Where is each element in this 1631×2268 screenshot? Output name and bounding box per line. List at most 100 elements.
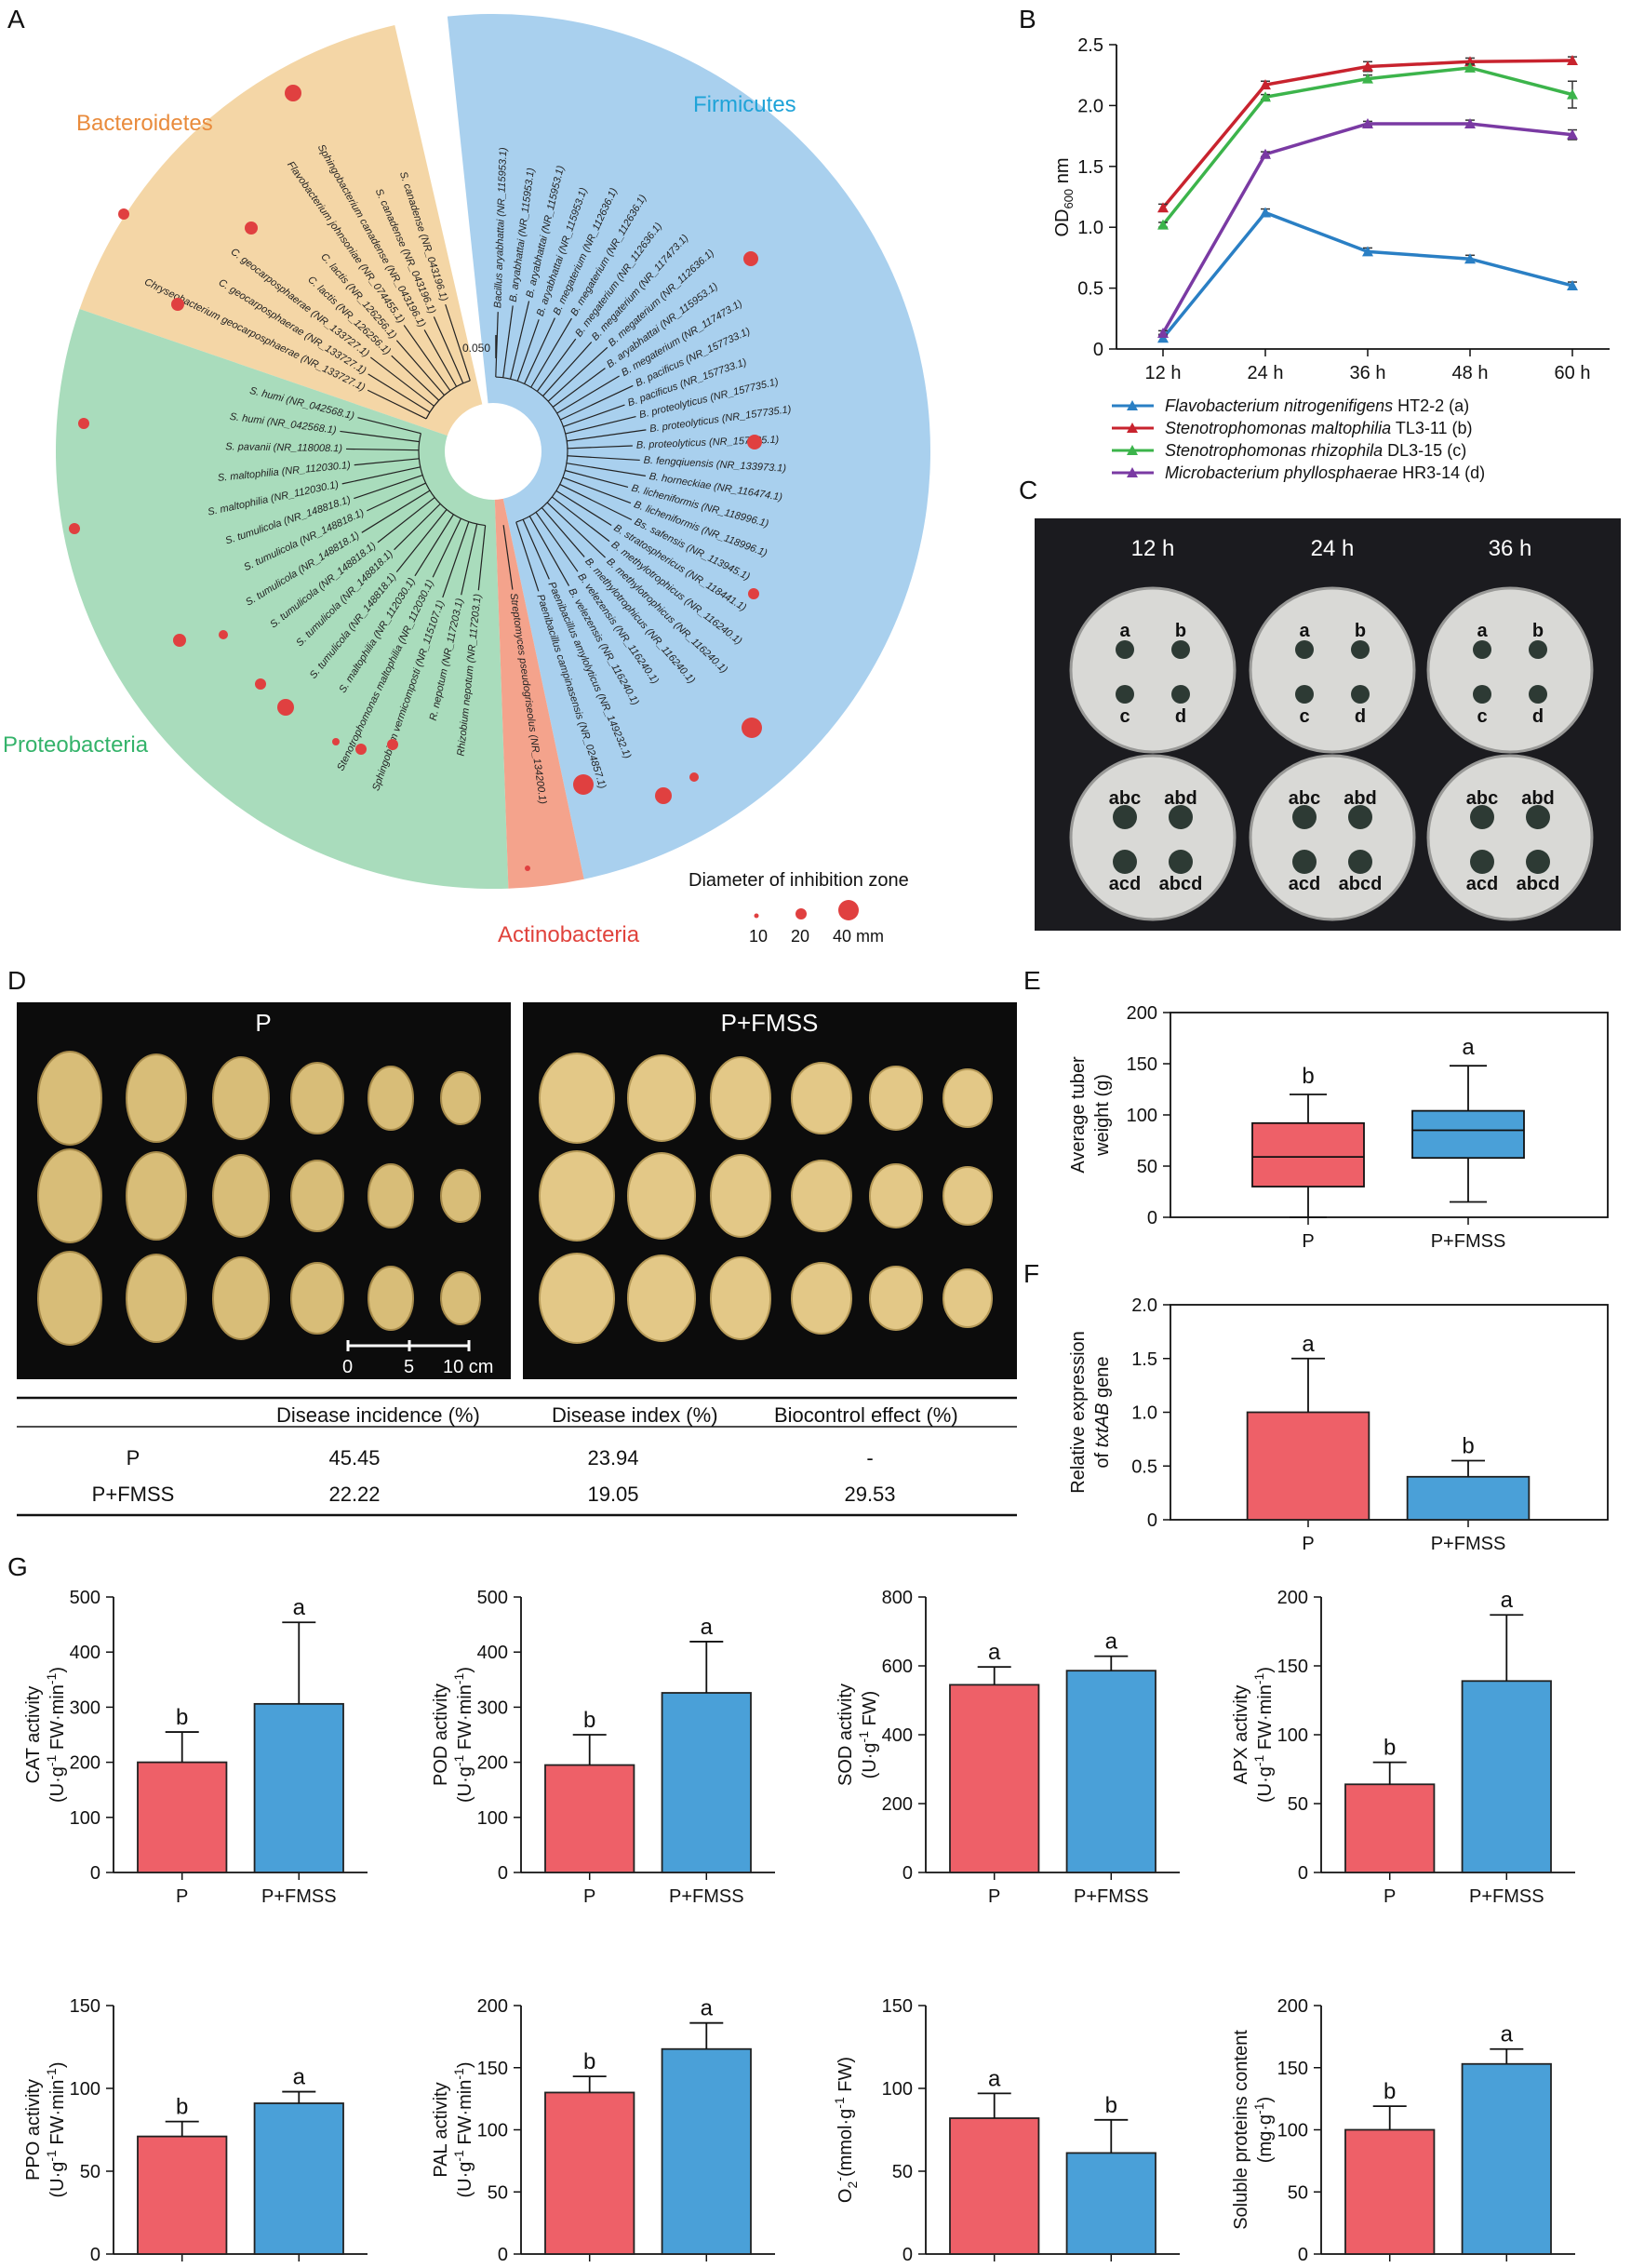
inoculation-well (1526, 850, 1550, 874)
tree-branch (565, 415, 636, 435)
y-tick-label: 100 (70, 1808, 100, 1829)
inhibition-dot (748, 588, 759, 599)
inoculation-well (1295, 685, 1314, 704)
tree-branch (524, 317, 555, 384)
tree-branch (560, 384, 634, 421)
y-tick-label: 800 (882, 1588, 913, 1608)
y-tick-label: 100 (882, 2079, 913, 2100)
tree-tip-proteobacteria: S. pavanii (NR_118008.1) (225, 441, 342, 454)
y-tick-label: 100 (1277, 2121, 1308, 2141)
tree-clade-arc (425, 380, 471, 420)
significance-letter: a (701, 1996, 714, 2021)
bar (544, 2091, 635, 2255)
inhibition-dot (173, 634, 186, 647)
x-tick-label: 48 h (1452, 363, 1489, 383)
legend-size-10: 10 (749, 927, 768, 946)
series-line-c (1161, 66, 1573, 226)
bar (949, 1684, 1040, 1873)
well-label: c (1299, 706, 1309, 727)
y-axis-label: PAL activity(U·g-1 FW·min-1) (431, 2061, 475, 2197)
tree-branch (555, 490, 612, 526)
well-label: abc (1466, 788, 1498, 809)
firmicutes-wedge (447, 14, 931, 879)
x-tick-label: 60 h (1555, 363, 1591, 383)
y-tick-label: 1.5 (1131, 1349, 1157, 1370)
phylum-actinobacteria: Actinobacteria (498, 922, 640, 947)
x-tick-label: 36 h (1350, 363, 1386, 383)
y-tick-label: 0 (1147, 1510, 1157, 1531)
tuber-FMSS (943, 1268, 993, 1328)
tree-branch (414, 514, 454, 577)
tree-branch (341, 466, 421, 485)
scale-5: 5 (404, 1357, 414, 1377)
tree-branch (562, 476, 632, 504)
plot-frame (1170, 1304, 1609, 1521)
well-label: b (1355, 621, 1366, 641)
y-tick-label: 50 (1288, 2182, 1308, 2203)
x-tick-label: P (1302, 1534, 1314, 1554)
tree-branch (357, 417, 421, 435)
y-tick-label: 400 (882, 1725, 913, 1746)
inoculation-well (1348, 850, 1372, 874)
significance-letter: a (1302, 1332, 1315, 1357)
inhibition-dot (573, 774, 594, 795)
y-tick-label: 0 (1298, 1863, 1308, 1884)
tuber-P (212, 1056, 270, 1140)
growth-legend: Flavobacterium nitrogenifigens HT2-2 (a)… (1112, 396, 1485, 482)
y-tick-label: 200 (882, 1794, 913, 1815)
well-label: c (1477, 706, 1487, 727)
tree-branch (552, 368, 606, 408)
tuber-P (290, 1160, 344, 1232)
inoculation-well (1351, 640, 1370, 659)
inhibition-dot (655, 787, 672, 804)
significance-letter: a (1105, 1630, 1118, 1655)
significance-letter: a (1462, 1035, 1475, 1060)
tree-branches (340, 301, 647, 598)
y-tick-label: 200 (477, 1753, 508, 1774)
tree-branch (563, 404, 625, 427)
bar (661, 2047, 752, 2255)
inoculation-well (1473, 640, 1491, 659)
x-tick-label: P (1302, 1231, 1314, 1252)
y-tick-label: 600 (882, 1657, 913, 1677)
tree-branch (565, 469, 629, 489)
significance-letter: a (293, 1595, 306, 1620)
y-tick-label: 300 (477, 1698, 508, 1718)
y-tick-label: 100 (1127, 1106, 1157, 1126)
tree-branch (369, 356, 434, 407)
tuber-P (440, 1071, 481, 1125)
y-axis-label: OD600 nm (1052, 157, 1076, 236)
inoculation-well (1113, 805, 1137, 829)
y-tick-label: 200 (1277, 1588, 1308, 1608)
tree-branch (542, 342, 593, 396)
y-tick-label: 150 (882, 1996, 913, 2017)
inoculation-well (1473, 685, 1491, 704)
x-tick-label: P+FMSS (1469, 1886, 1544, 1907)
bar (253, 1702, 344, 1873)
tuber-P (368, 1163, 414, 1228)
phylum-bacteroidetes: Bacteroidetes (76, 111, 213, 136)
well-label: abcd (1159, 874, 1203, 894)
bar (1344, 2128, 1436, 2255)
tuber-P (440, 1169, 481, 1223)
panel-letter-B: B (1019, 5, 1036, 34)
tree-branch (391, 355, 440, 401)
inhibition-dots (69, 85, 762, 871)
legend-size-40: 40 mm (833, 927, 884, 946)
tree-branch (567, 429, 647, 442)
significance-letter: a (1501, 1588, 1514, 1613)
data-point-d (1567, 128, 1578, 140)
y-tick-label: 0 (1147, 1208, 1157, 1228)
tuber-P (368, 1266, 414, 1331)
x-tick-label: 24 h (1248, 363, 1284, 383)
tuber-FMSS (791, 1262, 852, 1335)
y-tick-label: 0 (1298, 2245, 1308, 2265)
data-point-d (1362, 118, 1373, 129)
legend-marker-a (1127, 400, 1138, 410)
legend-marker-c (1127, 445, 1138, 455)
